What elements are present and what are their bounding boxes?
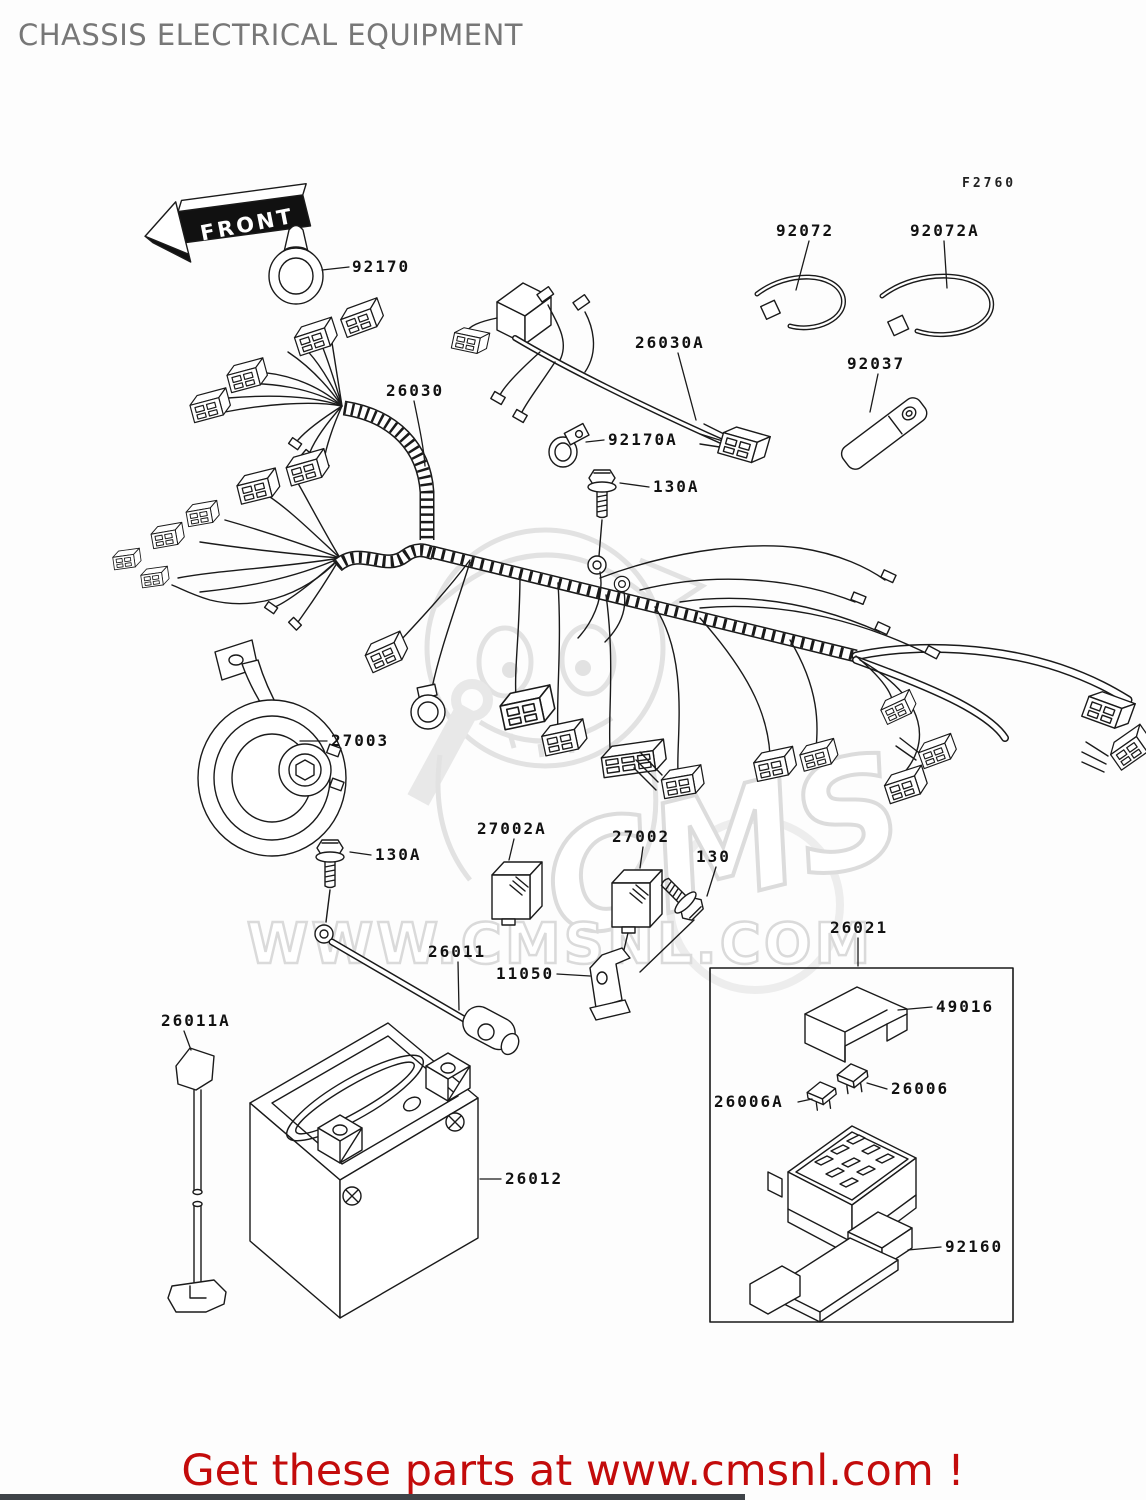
part-label-92170A[interactable]: 92170A xyxy=(608,430,678,449)
part-92170A-clamp xyxy=(548,422,590,468)
leader-lines xyxy=(183,240,948,1251)
part-26006A-fuse xyxy=(805,1079,839,1112)
part-label-27003[interactable]: 27003 xyxy=(331,731,390,750)
part-label-92160[interactable]: 92160 xyxy=(945,1237,1004,1256)
part-label-130A-lower[interactable]: 130A xyxy=(375,845,422,864)
watermark-text: CMS WWW.CMSNL.COM xyxy=(246,717,923,978)
part-label-92072[interactable]: 92072 xyxy=(776,221,835,240)
part-26011-battery-wire xyxy=(314,924,520,1056)
part-11050-bracket xyxy=(589,947,631,1021)
part-26006-fuse xyxy=(835,1061,871,1096)
part-label-26021[interactable]: 26021 xyxy=(830,918,889,937)
part-label-92072A[interactable]: 92072A xyxy=(910,221,980,240)
part-label-130A-upper[interactable]: 130A xyxy=(653,477,700,496)
part-49016-cover xyxy=(804,986,908,1063)
part-label-26006A[interactable]: 26006A xyxy=(714,1092,784,1111)
part-92160-damper xyxy=(749,1211,913,1323)
footer-cta[interactable]: Get these parts at www.cmsnl.com ! xyxy=(181,1446,965,1496)
part-label-92170[interactable]: 92170 xyxy=(352,257,411,276)
part-26012-battery xyxy=(249,1022,479,1319)
part-label-26012[interactable]: 26012 xyxy=(505,1169,564,1188)
part-92072A-band xyxy=(879,273,995,337)
part-130A-upper-bolt xyxy=(587,469,617,575)
part-92170-grommet xyxy=(268,224,324,305)
part-label-26011[interactable]: 26011 xyxy=(428,942,487,961)
part-27003-horn xyxy=(197,639,347,857)
part-label-11050[interactable]: 11050 xyxy=(496,964,555,983)
front-direction-arrow: FRONT xyxy=(144,183,312,263)
bottom-bar xyxy=(0,1494,745,1500)
part-label-26030A[interactable]: 26030A xyxy=(635,333,705,352)
part-label-27002[interactable]: 27002 xyxy=(612,827,671,846)
part-label-26006[interactable]: 26006 xyxy=(891,1079,950,1098)
part-label-92037[interactable]: 92037 xyxy=(847,354,906,373)
part-label-26030[interactable]: 26030 xyxy=(386,381,445,400)
page-title: CHASSIS ELECTRICAL EQUIPMENT xyxy=(18,18,523,52)
part-26030A-subharness xyxy=(450,282,771,467)
figure-code: F2760 xyxy=(962,176,1017,191)
part-26011A-wire-lead xyxy=(167,1047,227,1313)
part-26030-main-harness xyxy=(111,297,1146,805)
part-label-49016[interactable]: 49016 xyxy=(936,997,995,1016)
part-label-130[interactable]: 130 xyxy=(696,847,731,866)
part-26021-junction-box-group xyxy=(709,967,1014,1323)
part-130A-lower-bolt xyxy=(315,839,345,923)
part-92072-band xyxy=(754,274,846,331)
part-label-26011A[interactable]: 26011A xyxy=(161,1011,231,1030)
part-label-27002A[interactable]: 27002A xyxy=(477,819,547,838)
watermark-url: WWW.CMSNL.COM xyxy=(247,912,873,977)
part-92037-clamp xyxy=(840,397,928,470)
